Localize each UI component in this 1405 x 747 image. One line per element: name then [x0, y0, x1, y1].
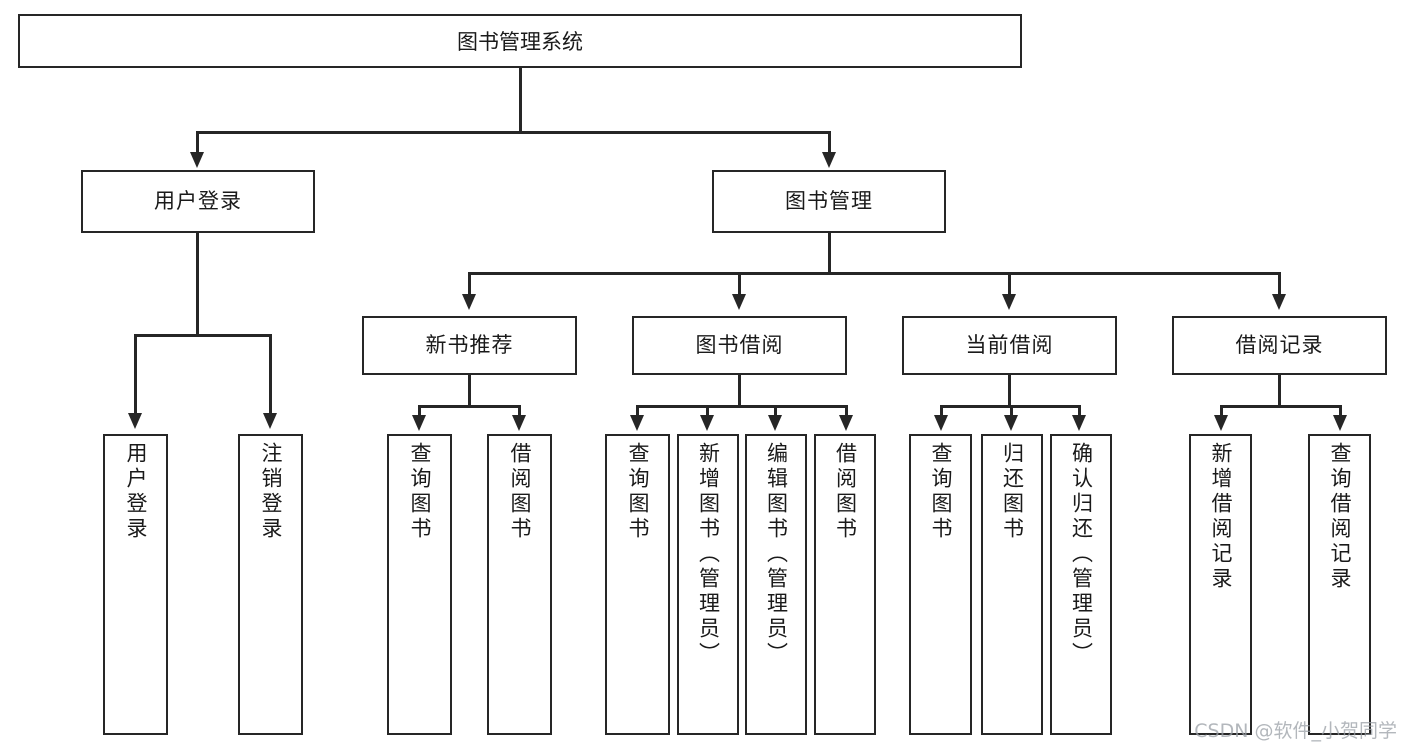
connector-current-borrow-drop-1	[940, 405, 943, 417]
arrowhead-user-login	[190, 152, 204, 168]
node-leaf-rec-add[interactable]: 新增借阅记录	[1189, 434, 1252, 735]
arrowhead-borrow-record	[1272, 294, 1286, 310]
connector-new-book-rec-drop-2	[518, 405, 521, 417]
arrowhead-leaf-cur-return	[1004, 415, 1018, 431]
node-label: 注销登录	[259, 442, 283, 542]
arrowhead-book-manage	[822, 152, 836, 168]
node-leaf-borrow-do[interactable]: 借阅图书	[814, 434, 876, 735]
node-label: 用户登录	[124, 442, 148, 542]
node-book-manage[interactable]: 图书管理	[712, 170, 946, 233]
connector-book-borrow-drop-2	[706, 405, 709, 417]
arrowhead-leaf-rec-borrow	[512, 415, 526, 431]
arrowhead-leaf-borrow-add	[700, 415, 714, 431]
connector-new-book-rec-bus	[418, 405, 520, 408]
node-label: 查询图书	[408, 442, 432, 542]
node-leaf-cur-query[interactable]: 查询图书	[909, 434, 972, 735]
node-label: 新书推荐	[425, 332, 514, 357]
node-book-borrow[interactable]: 图书借阅	[632, 316, 847, 375]
node-new-book-rec[interactable]: 新书推荐	[362, 316, 577, 375]
connector-user-login-stem	[196, 233, 199, 335]
connector-to-new-book-rec	[468, 272, 471, 296]
node-leaf-rec-borrow[interactable]: 借阅图书	[487, 434, 552, 735]
node-current-borrow[interactable]: 当前借阅	[902, 316, 1117, 375]
connector-user-login-bus	[134, 334, 271, 337]
connector-user-login-drop-1	[134, 334, 137, 415]
connector-level2-bus	[196, 131, 830, 134]
connector-current-borrow-drop-2	[1010, 405, 1013, 417]
connector-book-borrow-drop-3	[774, 405, 777, 417]
arrowhead-new-book-rec	[462, 294, 476, 310]
node-label: 确认归还（管理员）	[1069, 442, 1094, 667]
connector-book-borrow-drop-1	[636, 405, 639, 417]
connector-current-borrow-drop-3	[1078, 405, 1081, 417]
node-label: 图书借阅	[695, 332, 784, 357]
connector-book-borrow-stem	[738, 375, 741, 406]
node-leaf-rec-query[interactable]: 查询图书	[387, 434, 452, 735]
connector-to-user-login	[196, 131, 199, 155]
node-label: 借阅图书	[508, 442, 532, 542]
connector-current-borrow-stem	[1008, 375, 1011, 406]
arrowhead-leaf-rec-add	[1214, 415, 1228, 431]
node-leaf-rec-query2[interactable]: 查询借阅记录	[1308, 434, 1371, 735]
connector-borrow-record-stem	[1278, 375, 1281, 406]
arrowhead-leaf-rec-query2	[1333, 415, 1347, 431]
connector-level3-bus	[468, 272, 1280, 275]
arrowhead-leaf-borrow-do	[839, 415, 853, 431]
connector-new-book-rec-drop-1	[418, 405, 421, 417]
node-label: 新增借阅记录	[1209, 442, 1233, 592]
connector-book-manage-stem	[828, 233, 831, 273]
arrowhead-book-borrow	[732, 294, 746, 310]
arrowhead-leaf-user-login	[128, 413, 142, 429]
connector-new-book-rec-stem	[468, 375, 471, 406]
connector-book-borrow-drop-4	[845, 405, 848, 417]
node-label: 用户登录	[154, 188, 242, 213]
node-label: 借阅图书	[833, 442, 858, 542]
connector-root-stem	[519, 68, 522, 132]
connector-to-book-manage	[828, 131, 831, 155]
node-label: 编辑图书（管理员）	[764, 442, 789, 667]
connector-to-current-borrow	[1008, 272, 1011, 296]
node-leaf-borrow-query[interactable]: 查询图书	[605, 434, 670, 735]
node-label: 查询图书	[929, 442, 953, 542]
node-user-login[interactable]: 用户登录	[81, 170, 315, 233]
node-leaf-borrow-edit[interactable]: 编辑图书（管理员）	[745, 434, 807, 735]
node-leaf-cur-return[interactable]: 归还图书	[981, 434, 1043, 735]
node-label: 借阅记录	[1235, 332, 1324, 357]
arrowhead-leaf-rec-query	[412, 415, 426, 431]
node-label: 图书管理	[785, 188, 873, 213]
node-label: 查询图书	[626, 442, 650, 542]
arrowhead-leaf-borrow-query	[630, 415, 644, 431]
connector-book-borrow-bus	[636, 405, 847, 408]
arrowhead-current-borrow	[1002, 294, 1016, 310]
node-leaf-user-logout[interactable]: 注销登录	[238, 434, 303, 735]
node-label: 新增图书（管理员）	[696, 442, 721, 667]
node-leaf-cur-confirm[interactable]: 确认归还（管理员）	[1050, 434, 1112, 735]
node-label: 当前借阅	[965, 332, 1054, 357]
node-label: 归还图书	[1000, 442, 1025, 542]
node-root-system[interactable]: 图书管理系统	[18, 14, 1022, 68]
arrowhead-leaf-cur-query	[934, 415, 948, 431]
connector-borrow-record-drop-2	[1339, 405, 1342, 417]
connector-borrow-record-drop-1	[1220, 405, 1223, 417]
arrowhead-leaf-cur-confirm	[1072, 415, 1086, 431]
arrowhead-leaf-user-logout	[263, 413, 277, 429]
arrowhead-leaf-borrow-edit	[768, 415, 782, 431]
connector-to-borrow-record	[1278, 272, 1281, 296]
node-borrow-record[interactable]: 借阅记录	[1172, 316, 1387, 375]
node-label: 查询借阅记录	[1328, 442, 1352, 592]
node-leaf-borrow-add[interactable]: 新增图书（管理员）	[677, 434, 739, 735]
connector-to-book-borrow	[738, 272, 741, 296]
connector-user-login-drop-2	[269, 334, 272, 415]
node-label: 图书管理系统	[457, 30, 583, 54]
connector-borrow-record-bus	[1220, 405, 1341, 408]
node-leaf-user-login[interactable]: 用户登录	[103, 434, 168, 735]
